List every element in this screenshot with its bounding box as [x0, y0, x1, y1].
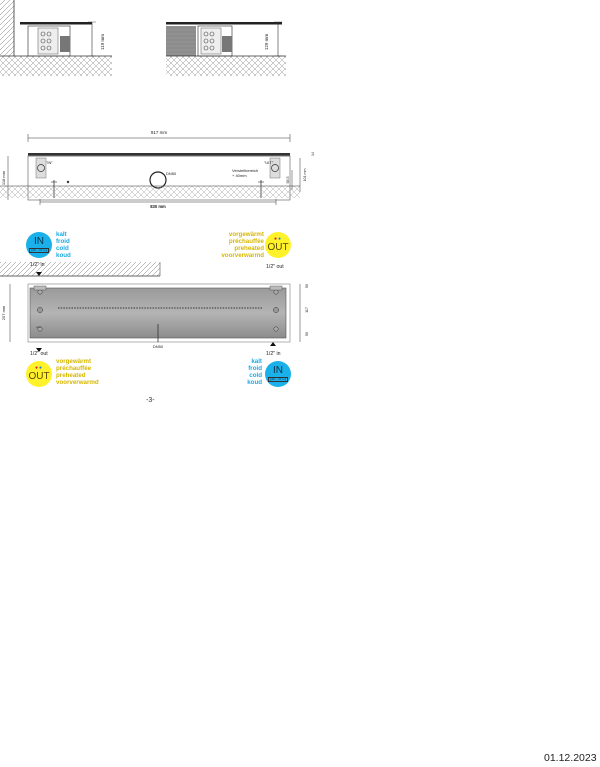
total-width-label: 917 mm	[151, 130, 168, 135]
pipe-out-top: 1/2" out	[266, 264, 284, 270]
cold-word: froid	[56, 238, 70, 245]
front-drain-label: DN50	[153, 344, 164, 349]
cold-words-top: kalt froid cold koud	[56, 231, 71, 259]
in-badge-range: (40 - 70°C)	[29, 247, 49, 254]
cold-words-bottom: kalt froid cold koud	[238, 358, 262, 386]
plan-out-label: "UIT"	[264, 160, 274, 165]
right-section-dimension: 129 mm	[264, 34, 269, 51]
warm-word: preheated	[234, 245, 264, 252]
adjust-note-2: + 40mm	[232, 173, 247, 178]
cold-word: koud	[56, 252, 71, 259]
plan-dim-a: 58.5	[286, 177, 290, 184]
document-date: 01.12.2023	[544, 752, 597, 764]
warm-word: preheated	[56, 372, 86, 379]
cold-word: cold	[56, 245, 69, 252]
plan-in-label: "IN"	[46, 160, 53, 165]
warm-words-bottom: vorgewärmt préchauffée preheated voorver…	[56, 358, 99, 386]
plan-view-drawing: 917 mm DN50 "IN" "UIT" Verstellbereich +…	[0, 130, 315, 209]
warm-word: voorverwarmd	[221, 252, 264, 259]
out-badge-bottom: ●● OUT	[26, 361, 52, 387]
left-section-dimension: 119 mm	[100, 34, 105, 50]
section-detail-left: 119 mm	[0, 0, 112, 76]
front-dim-bottom: 50	[305, 332, 309, 336]
in-badge-top: IN (40 - 70°C)	[26, 232, 52, 258]
out-badge-top: ●● OUT	[265, 232, 291, 258]
front-dim-top: 50	[305, 284, 309, 288]
temp-dots-icon: ●●	[34, 365, 44, 371]
bottom-width-label: 830 mm	[150, 204, 166, 209]
pipe-out-bottom: 1/2" out	[30, 351, 48, 357]
adjust-note-1: Verstellbereich	[232, 168, 258, 173]
in-badge-text: IN	[273, 364, 283, 376]
front-height-label: 257 mm	[1, 305, 6, 320]
warm-word: préchauffée	[56, 365, 92, 372]
cold-word: cold	[249, 372, 262, 379]
cold-word: koud	[247, 379, 262, 386]
pipe-in-bottom: 1/2" in	[266, 351, 281, 357]
warm-word: voorverwarmd	[56, 379, 99, 386]
plan-drain-label: DN50	[166, 171, 177, 176]
top-section-drawings: 119 mm 129 mm	[0, 0, 286, 76]
front-view-drawing: DN50 ooo 257 mm 50 117 50	[0, 262, 309, 352]
front-dim-mid: 117	[305, 307, 309, 313]
page-number: -3-	[146, 397, 155, 404]
warm-word: vorgewärmt	[228, 231, 264, 238]
in-badge-text: IN	[34, 235, 44, 247]
pipe-in-top: 1/2" in	[30, 262, 45, 268]
warm-word: préchauffée	[228, 238, 264, 245]
cold-word: kalt	[56, 231, 67, 238]
cold-word: froid	[248, 365, 262, 372]
plan-dim-c: 14	[311, 152, 315, 156]
front-brand-label: ooo	[36, 325, 41, 329]
in-badge-bottom: IN (40 - 70°C)	[265, 361, 291, 387]
section-detail-right: 129 mm	[166, 21, 286, 76]
warm-word: vorgewärmt	[56, 358, 92, 365]
warm-words-top: vorgewärmt préchauffée preheated voorver…	[214, 231, 264, 259]
plan-height-left: 118 mm	[1, 170, 6, 185]
out-badge-text: OUT	[28, 371, 50, 382]
out-badge-text: OUT	[267, 242, 289, 253]
in-badge-range: (40 - 70°C)	[268, 376, 288, 383]
cold-word: kalt	[251, 358, 262, 365]
temp-dots-icon: ●●	[273, 236, 283, 242]
plan-dim-b: 101 mm	[303, 169, 307, 182]
